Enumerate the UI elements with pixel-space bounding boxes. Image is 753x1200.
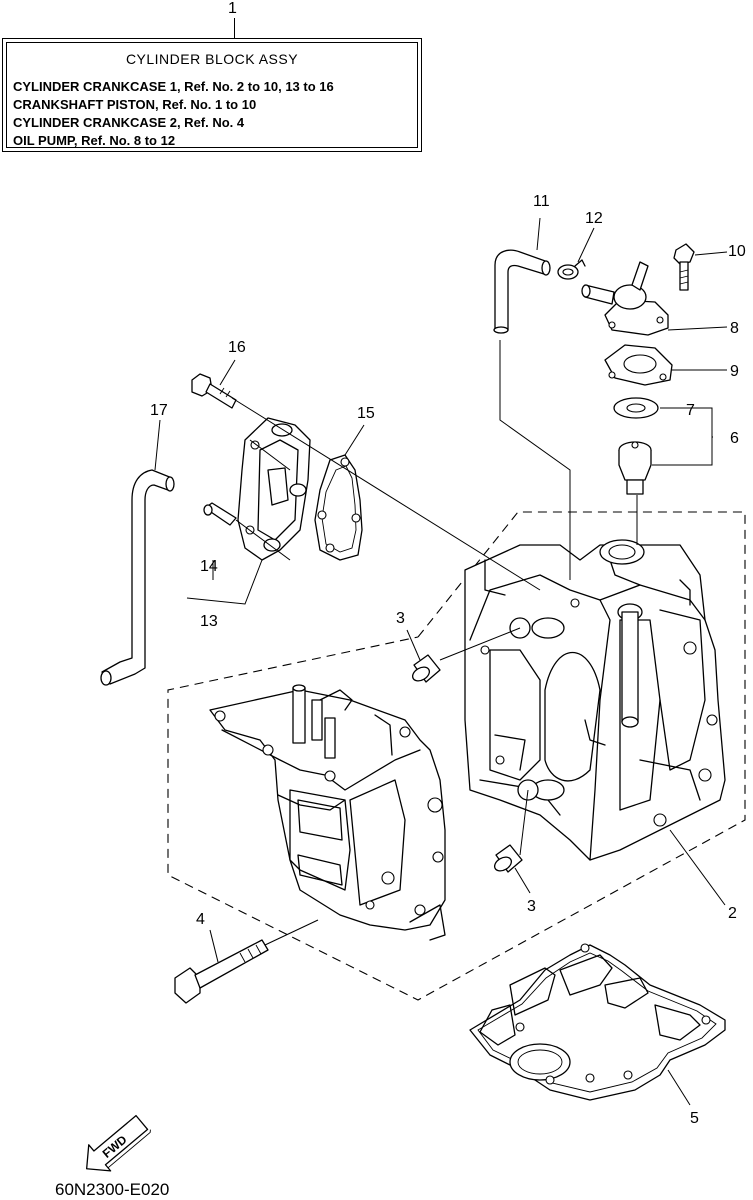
callout-6: 6: [730, 430, 739, 447]
callout-16: 16: [228, 339, 246, 356]
callout-2: 2: [728, 905, 737, 922]
clip-part-12: [557, 259, 586, 280]
bolt-part-10: [673, 243, 695, 291]
crankcase-cover-part-4: [209, 684, 446, 941]
cylinder-block-part-2: [464, 539, 726, 861]
assembly-line-3: CYLINDER CRANKCASE 2, Ref. No. 4: [13, 115, 245, 130]
callout-11: 11: [533, 193, 550, 210]
callout-8: 8: [730, 320, 739, 337]
bolt-part-16: [191, 373, 237, 409]
callout-3-upper: 3: [396, 610, 405, 627]
callout-4: 4: [196, 911, 205, 928]
callout-numbers: 2 3 3 4 5 6 7 8 9 10 11 12 13 14 15 16 1…: [150, 193, 746, 1127]
assembly-line-1: CYLINDER CRANKCASE 1, Ref. No. 2 to 10, …: [13, 79, 334, 94]
assembly-line-2: CRANKSHAFT PISTON, Ref. No. 1 to 10: [13, 97, 257, 112]
seal-ring-part-7: [613, 397, 659, 419]
hose-part-17: [100, 469, 175, 686]
thermostat-cover-part-8: [581, 261, 669, 336]
callout-12: 12: [585, 210, 603, 227]
cover-part-13: [237, 417, 311, 561]
callout-7: 7: [686, 402, 695, 419]
gasket-part-5: [469, 943, 726, 1101]
hose-part-11: [493, 249, 551, 334]
assembly-title: CYLINDER BLOCK ASSY: [125, 51, 299, 67]
assembly-boundary: [167, 511, 746, 1001]
thermostat-part-6: [618, 441, 652, 495]
callout-3-lower: 3: [527, 898, 536, 915]
bolt-part-4: [174, 939, 269, 1004]
cover-gasket-part-9: [604, 344, 673, 386]
callout-17: 17: [150, 402, 168, 419]
assembly-label-inner-border: [6, 42, 418, 148]
assembly-line-4: OIL PUMP, Ref. No. 8 to 12: [13, 133, 176, 148]
pin-part-14: [203, 502, 237, 526]
callout-10: 10: [728, 243, 746, 260]
assembly-label-box: CYLINDER BLOCK ASSY CYLINDER CRANKCASE 1…: [2, 38, 422, 152]
callout-14: 14: [200, 558, 218, 575]
callout-13: 13: [200, 613, 218, 630]
callout-9: 9: [730, 363, 739, 380]
dowel-pins-part-3: [411, 654, 523, 873]
ref-callout-1-leader: [234, 18, 235, 38]
drawing-code: 60N2300-E020: [55, 1180, 170, 1199]
leader-lines: [154, 217, 728, 1106]
callout-15: 15: [357, 405, 375, 422]
gasket-part-15: [314, 454, 363, 561]
forward-arrow-icon: FWD: [86, 1114, 151, 1172]
ref-callout-1: 1: [228, 0, 237, 17]
callout-5: 5: [690, 1110, 699, 1127]
